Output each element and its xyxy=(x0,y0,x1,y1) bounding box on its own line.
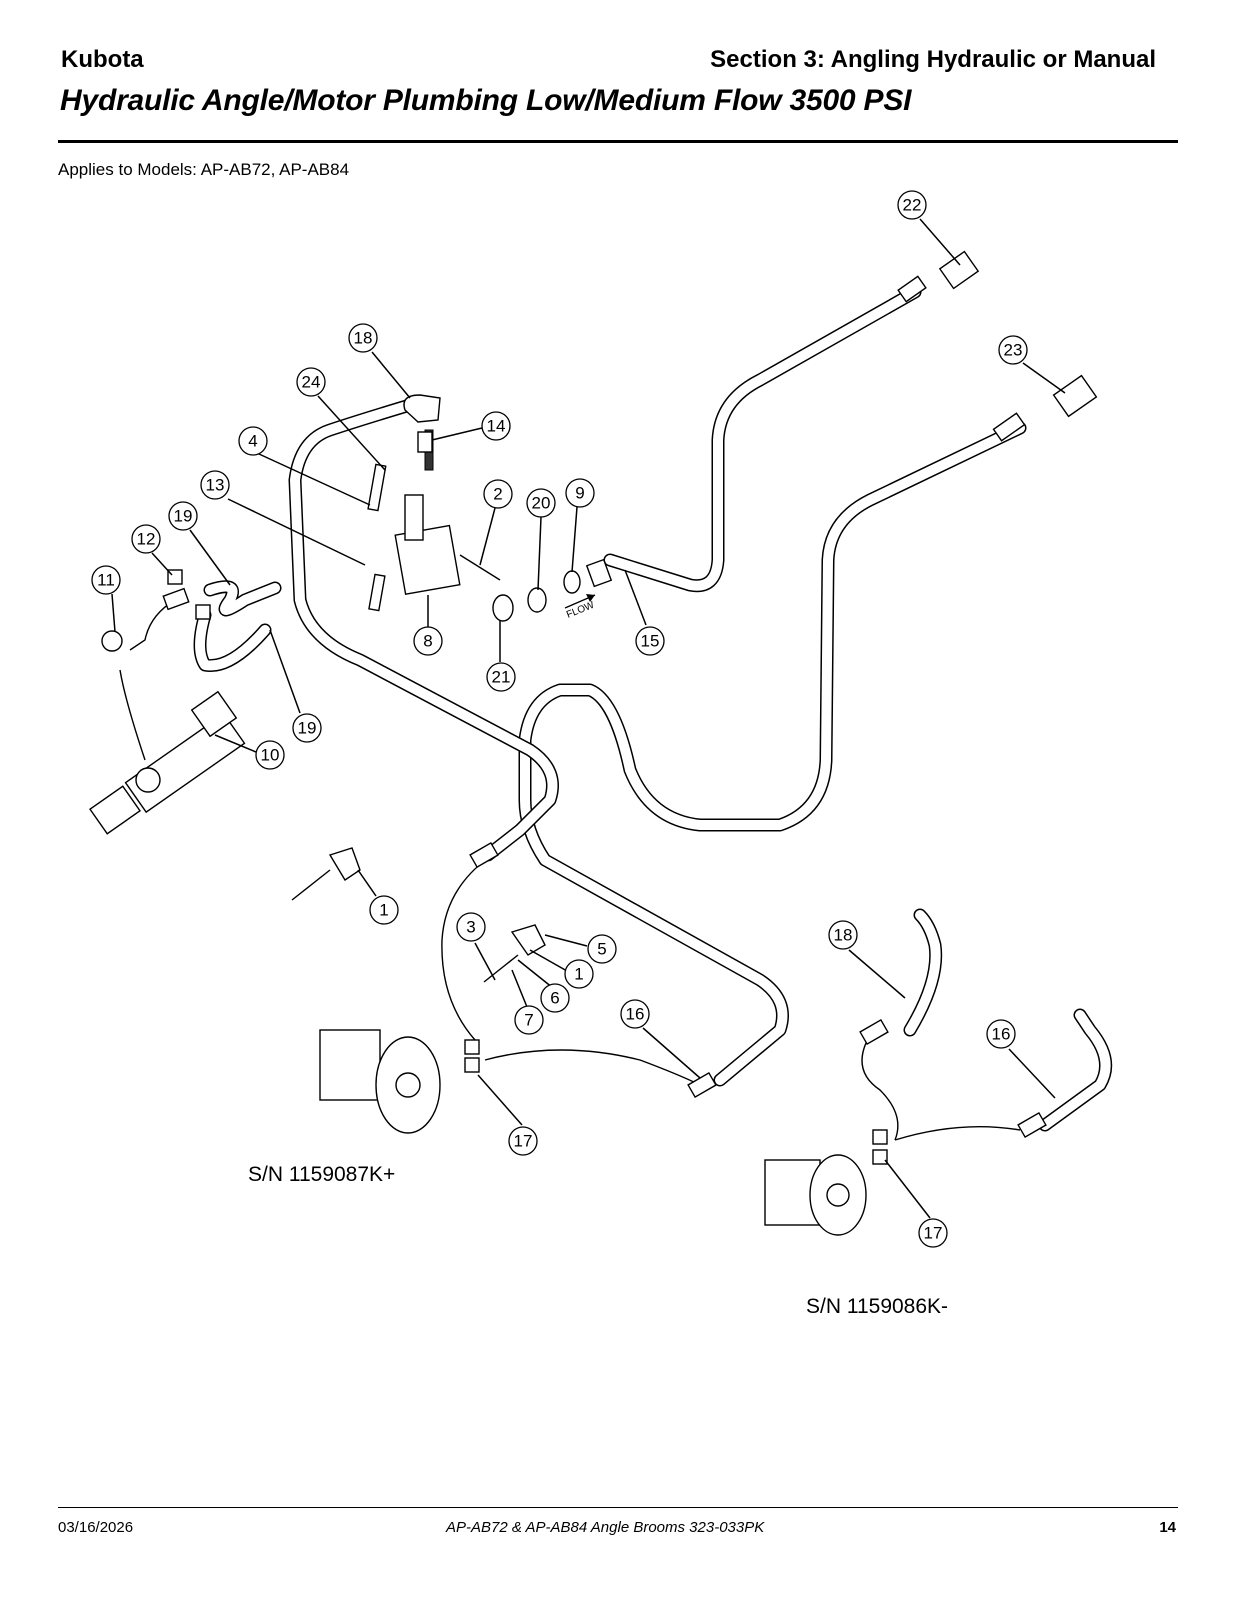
callout-23: 23 xyxy=(998,335,1028,365)
callout-19-bottom: 19 xyxy=(292,713,322,743)
svg-text:24: 24 xyxy=(302,373,321,392)
callout-20: 20 xyxy=(526,488,556,518)
hose-brackets xyxy=(291,847,546,983)
footer-document-title: AP-AB72 & AP-AB84 Angle Brooms 323-033PK xyxy=(446,1519,765,1536)
svg-text:9: 9 xyxy=(575,484,584,503)
header-rule xyxy=(58,140,1178,143)
callout-6: 6 xyxy=(540,983,570,1013)
callout-18-right: 18 xyxy=(828,920,858,950)
valve-block xyxy=(367,394,613,622)
svg-text:20: 20 xyxy=(532,494,551,513)
callout-9: 9 xyxy=(565,478,595,508)
svg-text:14: 14 xyxy=(487,417,506,436)
callout-balloons: 22 23 18 24 14 4 2 20 9 13 19 12 11 8 15… xyxy=(91,190,1028,1248)
svg-text:8: 8 xyxy=(423,632,432,651)
callout-5: 5 xyxy=(587,934,617,964)
callout-11: 11 xyxy=(91,565,121,595)
callout-1-right: 1 xyxy=(564,959,594,989)
svg-text:3: 3 xyxy=(466,918,475,937)
flow-indicator: FLOW xyxy=(564,594,596,621)
motor-old xyxy=(764,1129,888,1236)
svg-text:16: 16 xyxy=(626,1005,645,1024)
callout-15: 15 xyxy=(635,626,665,656)
svg-text:6: 6 xyxy=(550,989,559,1008)
svg-text:5: 5 xyxy=(597,940,606,959)
svg-text:4: 4 xyxy=(248,432,257,451)
callout-14: 14 xyxy=(481,411,511,441)
callout-16-left: 16 xyxy=(620,999,650,1029)
callout-16-right: 16 xyxy=(986,1019,1016,1049)
brand-name: Kubota xyxy=(61,46,144,73)
svg-text:18: 18 xyxy=(834,926,853,945)
hose-lines xyxy=(193,285,1113,1132)
svg-text:1: 1 xyxy=(574,965,583,984)
svg-text:15: 15 xyxy=(641,632,660,651)
motor-new xyxy=(319,1029,480,1134)
svg-text:22: 22 xyxy=(903,196,922,215)
serial-number-new: S/N 1159087K+ xyxy=(248,1163,396,1186)
svg-text:10: 10 xyxy=(261,746,280,765)
callout-17-left: 17 xyxy=(508,1126,538,1156)
callout-18: 18 xyxy=(348,323,378,353)
flow-label: FLOW xyxy=(565,600,596,621)
svg-text:7: 7 xyxy=(524,1011,533,1030)
angle-cylinder xyxy=(89,569,246,835)
svg-text:2: 2 xyxy=(493,485,502,504)
svg-text:11: 11 xyxy=(97,571,115,590)
quick-couplers xyxy=(897,250,1098,442)
callout-22: 22 xyxy=(897,190,927,220)
footer-date: 03/16/2026 xyxy=(58,1519,134,1536)
callout-1-left: 1 xyxy=(369,895,399,925)
footer-rule xyxy=(58,1507,1178,1508)
svg-text:23: 23 xyxy=(1004,341,1023,360)
hose-end-fittings xyxy=(469,841,1047,1139)
applies-to-models: Applies to Models: AP-AB72, AP-AB84 xyxy=(58,160,350,179)
callout-4: 4 xyxy=(238,426,268,456)
svg-text:16: 16 xyxy=(992,1025,1011,1044)
section-title: Section 3: Angling Hydraulic or Manual xyxy=(710,46,1156,73)
page-title: Hydraulic Angle/Motor Plumbing Low/Mediu… xyxy=(60,84,912,117)
svg-text:17: 17 xyxy=(924,1224,943,1243)
page-number: 14 xyxy=(1159,1519,1176,1536)
callout-7: 7 xyxy=(514,1005,544,1035)
callout-2: 2 xyxy=(483,479,513,509)
svg-text:18: 18 xyxy=(354,329,373,348)
svg-text:21: 21 xyxy=(492,668,511,687)
hydraulic-plumbing-diagram: FLOW 22 23 18 24 xyxy=(89,190,1113,1248)
callout-24: 24 xyxy=(296,367,326,397)
callout-10: 10 xyxy=(255,740,285,770)
leader-lines xyxy=(111,218,1066,1219)
svg-text:19: 19 xyxy=(174,507,193,526)
callout-12: 12 xyxy=(131,524,161,554)
svg-text:17: 17 xyxy=(514,1132,533,1151)
svg-text:13: 13 xyxy=(206,476,225,495)
callout-3: 3 xyxy=(456,912,486,942)
callout-8: 8 xyxy=(413,626,443,656)
callout-13: 13 xyxy=(200,470,230,500)
callout-21: 21 xyxy=(486,662,516,692)
serial-number-old: S/N 1159086K- xyxy=(806,1295,949,1318)
svg-text:12: 12 xyxy=(137,530,156,549)
svg-text:19: 19 xyxy=(298,719,317,738)
callout-19-top: 19 xyxy=(168,501,198,531)
svg-text:1: 1 xyxy=(379,901,388,920)
callout-17-right: 17 xyxy=(918,1218,948,1248)
